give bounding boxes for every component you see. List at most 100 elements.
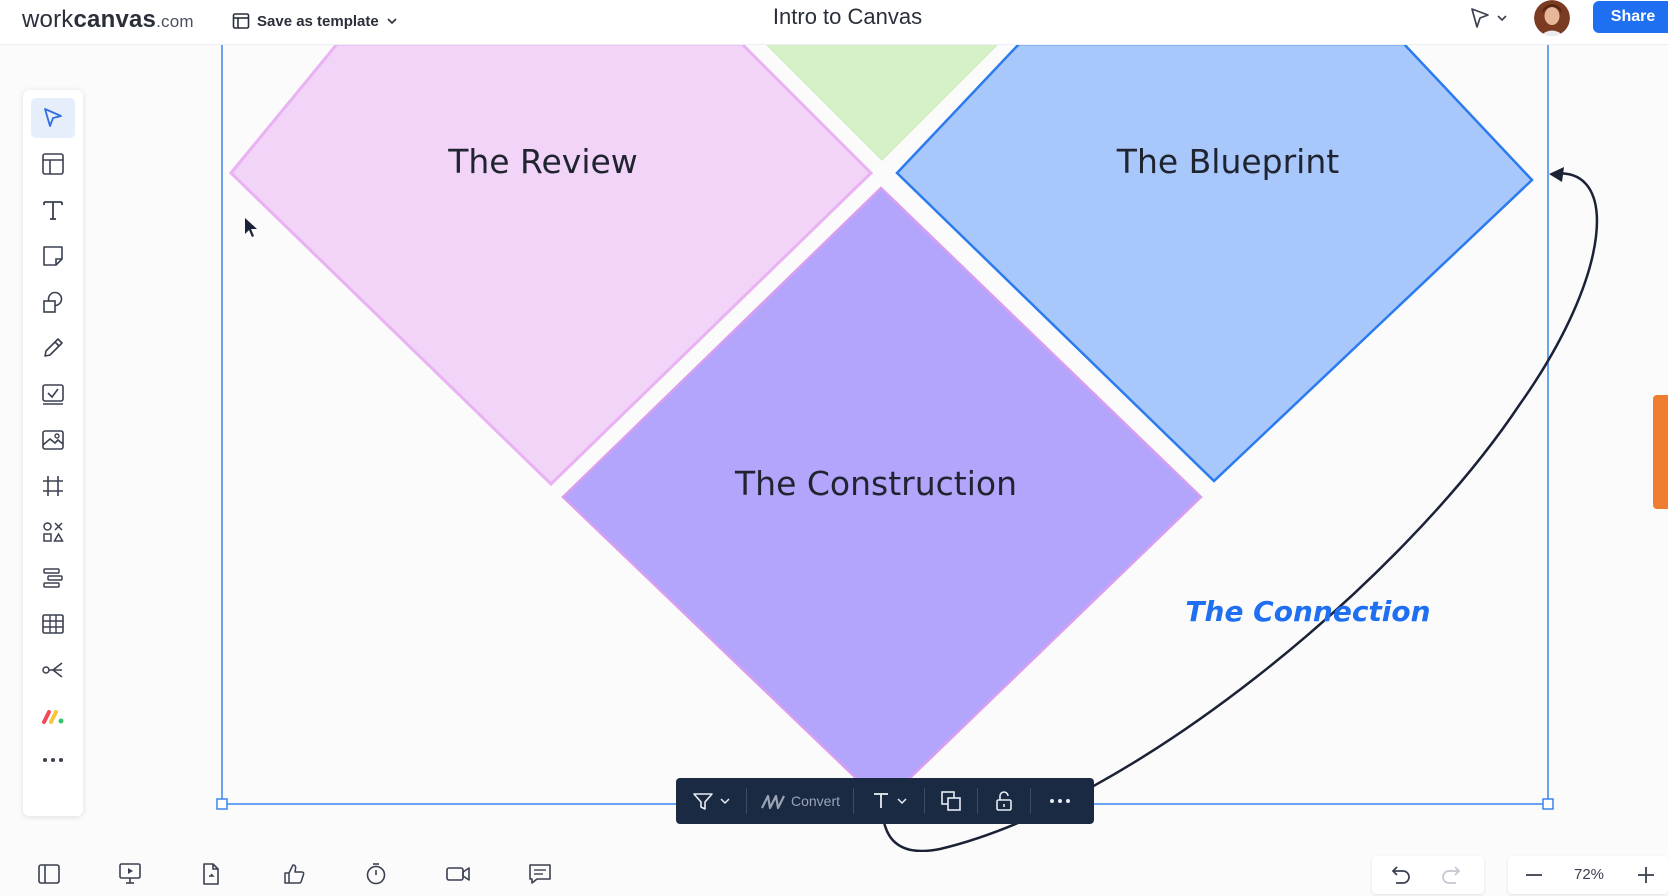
mind-map-icon [42,662,63,678]
layout-icon [42,153,64,175]
comments-button[interactable] [520,854,560,894]
unlock-icon [996,791,1012,811]
timer-icon [366,863,386,885]
presentation-icon [119,863,141,884]
selection-handle-bottom-right[interactable] [1542,798,1554,810]
align-tool[interactable] [31,558,75,598]
bottom-bar: 72% [0,852,1668,896]
save-as-template-button[interactable]: Save as template [232,8,398,34]
chevron-down-icon [1497,15,1507,22]
canvas-drawing[interactable]: The Review The Blueprint The Constructio… [0,42,1668,853]
more-icon [1050,799,1070,803]
share-button[interactable]: Share [1593,1,1668,33]
play-pointer-icon [1471,8,1489,28]
more-tool[interactable] [31,740,75,780]
monday-icon [42,710,64,724]
lock-button[interactable] [978,778,1030,824]
present-menu-button[interactable] [1468,6,1508,30]
vote-button[interactable] [274,854,314,894]
left-toolbar [23,90,83,816]
text-icon [43,201,63,220]
text-icon [873,793,888,808]
comment-icon [529,864,551,884]
image-tool[interactable] [31,420,75,460]
logo-bold: canvas [73,6,157,33]
frame-tool[interactable] [31,466,75,506]
separator [853,788,854,814]
pencil-icon [44,338,63,357]
logo-domain: .com [156,12,194,31]
pointer-icon [44,108,62,127]
convert-label: Convert [790,793,841,809]
separator [924,788,925,814]
elements-icon [43,522,64,542]
whiteboard-canvas[interactable]: The Review The Blueprint The Constructio… [0,42,1668,853]
sidebar-panel-icon [38,864,60,884]
workcanvas-logo[interactable]: workcanvas.com [22,6,194,34]
sticky-note-icon [43,246,63,266]
zoom-level[interactable]: 72% [1573,866,1605,883]
checkbox-icon [42,384,64,405]
select-tool[interactable] [31,98,75,138]
convert-button[interactable]: Convert [747,778,853,824]
template-icon [232,13,250,29]
review-diamond[interactable] [228,42,874,487]
handwriting-icon [761,794,785,810]
connection-label[interactable]: The Connection [1185,595,1430,628]
video-camera-icon [446,867,470,881]
avatar-image [1534,0,1570,36]
review-label: The Review [447,142,638,181]
chevron-down-icon [387,18,397,25]
arrange-button[interactable] [925,778,977,824]
mind-map-tool[interactable] [31,650,75,690]
text-style-button[interactable] [854,778,924,824]
zoom-controls: 72% [1508,856,1668,894]
history-controls [1372,856,1484,894]
separator [1030,788,1031,814]
align-icon [43,568,63,588]
more-options-button[interactable] [1031,778,1089,824]
document-title[interactable]: Intro to Canvas [772,4,923,29]
video-button[interactable] [438,854,478,894]
toggle-panel-button[interactable] [29,854,69,894]
text-tool[interactable] [31,190,75,230]
zoom-out-button[interactable] [1514,855,1554,895]
logo-regular: work [22,6,74,33]
templates-tool[interactable] [31,144,75,184]
elements-tool[interactable] [31,512,75,552]
fill-filter-button[interactable] [676,778,746,824]
user-avatar[interactable] [1534,0,1570,36]
blueprint-label: The Blueprint [1116,142,1339,181]
monday-tool[interactable] [31,696,75,736]
connection-arrowhead-top [1549,167,1564,182]
more-icon [43,758,63,762]
blueprint-diamond[interactable] [895,42,1534,483]
mouse-cursor [245,218,257,237]
separator [746,788,747,814]
thumbs-up-icon [284,864,305,884]
save-as-template-label: Save as template [257,12,379,30]
table-tool[interactable] [31,604,75,644]
timer-button[interactable] [356,854,396,894]
image-icon [42,430,64,450]
redo-button[interactable] [1432,855,1472,895]
task-tool[interactable] [31,374,75,414]
export-button[interactable] [191,854,231,894]
side-feedback-tab[interactable] [1653,395,1668,509]
connection-arrow[interactable] [880,172,1599,853]
undo-button[interactable] [1380,855,1420,895]
file-export-icon [203,863,219,885]
chevron-down-icon [896,798,907,805]
chevron-down-icon [719,798,730,805]
sticky-note-tool[interactable] [31,236,75,276]
pen-tool[interactable] [31,328,75,368]
redo-icon [1442,866,1461,884]
filter-icon [692,793,713,810]
construction-label: The Construction [734,464,1017,503]
frame-icon [43,476,63,496]
selection-handle-bottom-left[interactable] [216,798,228,810]
shapes-tool[interactable] [31,282,75,322]
present-button[interactable] [110,854,150,894]
zoom-in-button[interactable] [1626,855,1666,895]
top-bar: workcanvas.com Save as template Intro to… [0,0,1668,45]
